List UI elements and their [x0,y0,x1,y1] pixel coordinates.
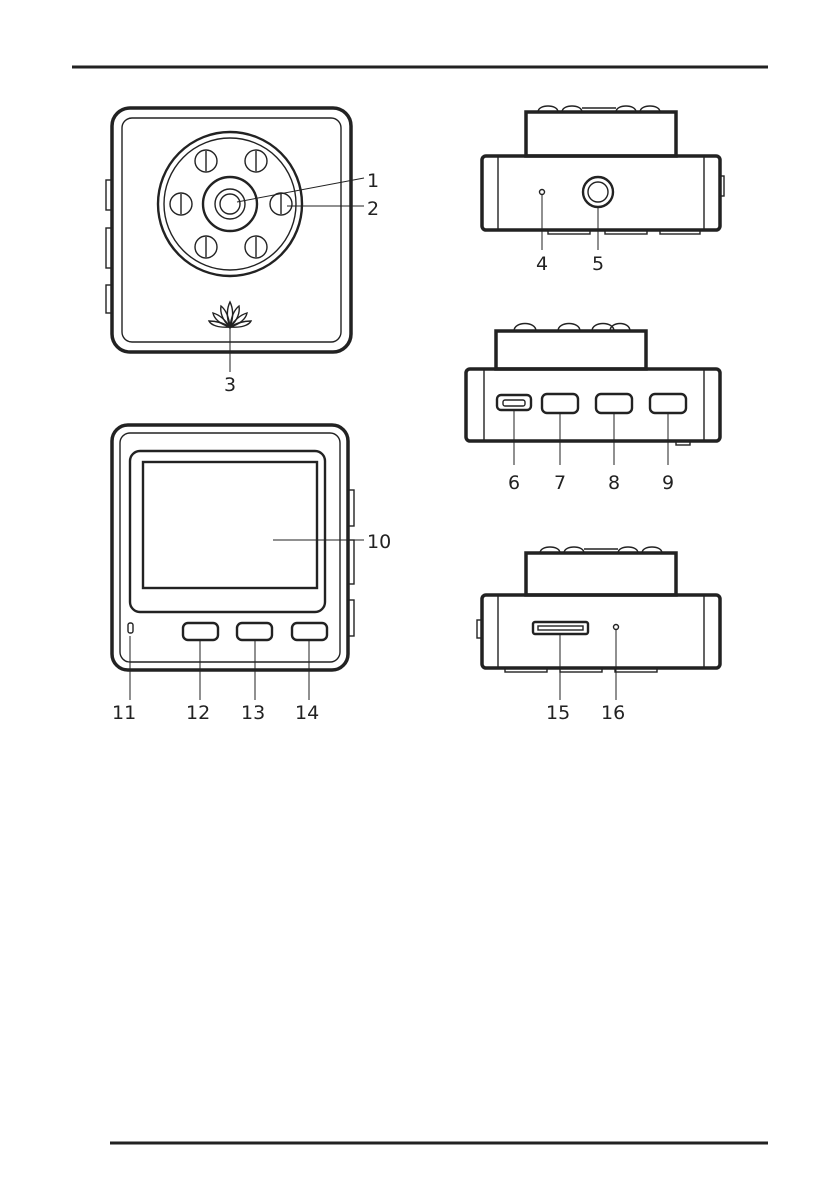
callout-5: 5 [592,253,604,275]
usb-port[interactable] [497,395,531,410]
top-view [482,106,724,250]
callout-3: 3 [224,374,236,396]
callout-11: 11 [112,702,136,724]
callout-14: 14 [295,702,319,724]
side-button-1[interactable] [542,394,578,413]
status-led [128,623,133,633]
callout-13: 13 [241,702,265,724]
lcd-screen [143,462,317,588]
bottom-view [477,547,720,700]
callout-12: 12 [186,702,210,724]
back-button-3[interactable] [292,623,327,640]
callout-15: 15 [546,702,570,724]
ir-leds [170,150,292,258]
side-button-2[interactable] [596,394,632,413]
brand-logo [209,302,251,327]
callout-8: 8 [608,472,620,494]
camera-lens [203,177,257,231]
back-view [112,425,364,700]
reset-hole[interactable] [614,625,619,630]
front-view [106,108,364,372]
callout-10: 10 [367,531,391,553]
microsd-slot[interactable] [533,622,588,634]
callout-4: 4 [536,253,548,275]
back-button-1[interactable] [183,623,218,640]
callout-9: 9 [662,472,674,494]
callout-7: 7 [554,472,566,494]
callout-16: 16 [601,702,625,724]
back-button-2[interactable] [237,623,272,640]
side-view [466,324,720,466]
callout-2: 2 [367,198,379,220]
microphone [540,190,545,195]
side-button-3[interactable] [650,394,686,413]
callout-1: 1 [367,170,379,192]
callout-6: 6 [508,472,520,494]
